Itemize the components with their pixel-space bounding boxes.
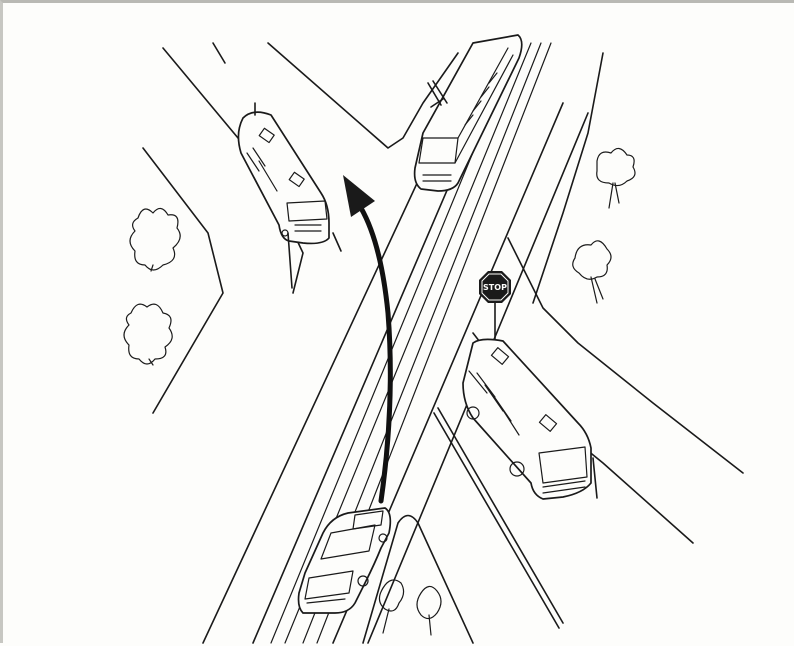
tram-tracks xyxy=(271,43,551,643)
stop-sign: STOP xyxy=(479,271,511,341)
tree-icon xyxy=(130,208,180,271)
tree-icon xyxy=(573,241,611,303)
bus-top-left xyxy=(238,103,341,288)
tram-top xyxy=(415,35,522,191)
tree-icon xyxy=(597,148,635,208)
bus-right xyxy=(463,339,597,499)
tree-icon xyxy=(417,586,441,635)
tree-icon xyxy=(124,304,172,365)
intersection-diagram: STOP xyxy=(3,3,794,646)
stop-sign-label: STOP xyxy=(483,283,507,292)
